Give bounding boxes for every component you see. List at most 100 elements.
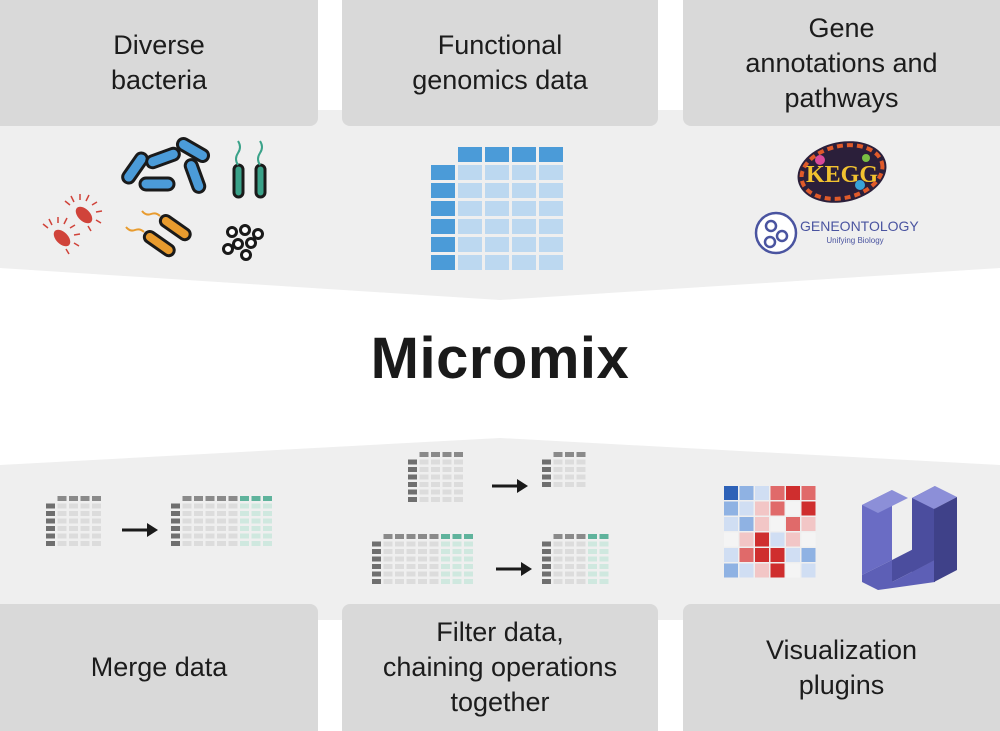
table-body-cell [565,549,574,554]
table-row-label-cell [46,503,55,509]
table-body-cell [57,511,67,516]
table-body-cell [80,533,90,539]
table-body-cell [553,467,563,472]
table-row-label-cell [171,533,180,539]
table-body-cell [442,459,452,465]
table-row-label-cell [542,549,551,554]
table-body-cell [406,564,416,569]
table-row-label-cell [46,533,55,539]
table-body-cell [383,549,393,554]
table-body-cell [80,518,90,524]
table-header-cell [539,147,563,162]
table-row-label-cell [408,497,417,502]
table-header-cell [57,496,67,501]
table-body-cell [553,571,563,577]
table-body-cell [588,549,597,554]
table-row-label-cell [372,541,381,547]
table-body-cell [565,482,574,487]
functional-genomics-label: Functional genomics data [412,30,588,95]
table-body-cell [429,541,439,547]
table-body-cell [240,526,249,531]
table-body-cell [383,564,393,569]
table-row-label-cell [372,571,381,577]
table-row-label-cell [408,467,417,472]
table-body-cell [182,541,192,546]
table-row-label-cell [372,564,381,569]
merge-data-box: Merge data [0,604,318,731]
annotations-pathways-box: Gene annotations and pathways [683,0,1000,126]
table-header-cell [512,147,536,162]
table-body-cell [429,571,439,577]
table-body-cell [431,489,440,495]
table-body-cell [464,571,473,577]
table-body-cell [539,165,563,180]
table-body-cell [217,533,226,539]
heatmap-cell [786,548,800,562]
table-body-cell [240,533,249,539]
table-body-cell [512,165,536,180]
table-body-cell [512,237,536,252]
table-body-cell [240,541,249,546]
table-row-label-cell [408,482,417,487]
table-header-cell [565,452,574,457]
table-body-cell [205,533,215,539]
table-body-cell [251,518,261,524]
table-body-cell [419,474,429,480]
table-body-cell [512,219,536,234]
table-body-cell [431,467,440,472]
table-row-label-cell [431,237,455,252]
table-body-cell [80,526,90,531]
table-row-label-cell [542,541,551,547]
heatmap-cell [739,548,754,562]
table-body-cell [418,556,427,562]
table-body-cell [395,556,404,562]
table-body-cell [485,165,509,180]
table-body-cell [69,511,78,516]
table-header-cell [205,496,215,501]
table-body-cell [576,571,586,577]
table-body-cell [464,564,473,569]
merge-illustration [46,496,272,546]
table-body-cell [454,497,463,502]
table-body-cell [419,497,429,502]
heatmap-cell [739,563,754,578]
go-name-text: GENEONTOLOGY [800,218,919,234]
table-body-cell [217,526,226,531]
table-body-cell [458,255,482,270]
table-body-cell [182,533,192,539]
table-body-cell [418,564,427,569]
table-body-cell [92,533,101,539]
table-body-cell [217,511,226,516]
table-body-cell [419,459,429,465]
table-body-cell [251,533,261,539]
table-body-cell [441,541,450,547]
heatmap-cell [724,501,738,516]
table-body-cell [442,482,452,487]
table-header-cell [454,452,463,457]
table-body-cell [576,467,586,472]
table-body-cell [69,503,78,509]
table-header-cell [464,534,473,539]
table-body-cell [442,467,452,472]
heatmap-cell [801,532,816,547]
table-body-cell [441,556,450,562]
table-row-label-cell [372,549,381,554]
table-row-label-cell [408,474,417,480]
table-header-cell [251,496,261,501]
table-body-cell [395,571,404,577]
table-header-cell [395,534,404,539]
table-row-label-cell [542,556,551,562]
table-body-cell [419,482,429,487]
table-body-cell [599,549,609,554]
table-header-cell [406,534,416,539]
heatmap-cell [724,563,738,578]
table-row-label-cell [431,183,455,198]
heatmap-cell [724,486,738,500]
heatmap-cell [755,517,769,531]
table-header-cell [452,534,462,539]
table-row-label-cell [171,518,180,524]
heatmap-icon [724,486,816,578]
table-header-cell [576,534,586,539]
heatmap-cell [739,501,754,516]
table-body-cell [599,556,609,562]
